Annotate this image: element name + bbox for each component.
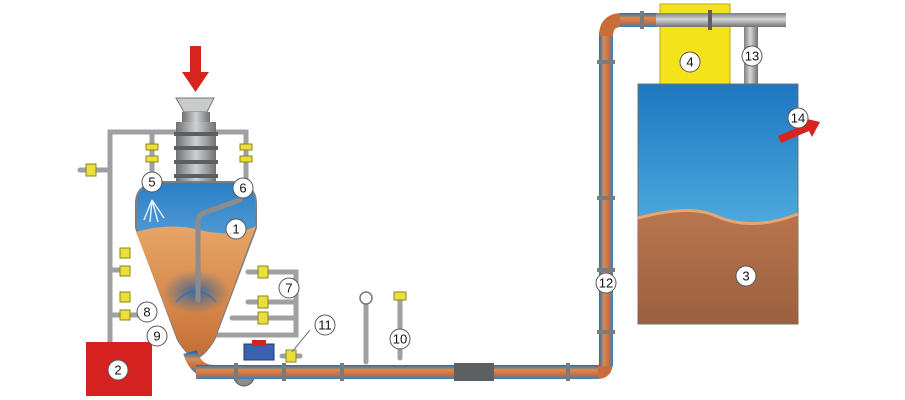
conveying-pipeline: 12 <box>183 11 662 381</box>
label-7: 7 <box>285 281 292 296</box>
label-14: 14 <box>791 111 805 126</box>
label-12: 12 <box>599 276 613 291</box>
callouts: 5 6 7 8 9 11 <box>136 171 336 353</box>
arrow-up-right-icon: 14 <box>778 107 820 143</box>
label-4: 4 <box>686 55 693 70</box>
label-1: 1 <box>232 222 239 237</box>
receiving-silo: 3 <box>637 83 799 325</box>
valves <box>85 143 407 363</box>
discharge-valve <box>233 340 275 387</box>
feed-inlet <box>174 97 218 186</box>
label-3: 3 <box>742 269 749 284</box>
vent-line: 13 <box>730 13 786 85</box>
label-5: 5 <box>148 175 155 190</box>
label-13: 13 <box>745 49 759 64</box>
label-6: 6 <box>239 181 246 196</box>
label-9: 9 <box>153 329 160 344</box>
label-2: 2 <box>114 363 121 378</box>
silo-filter: 4 <box>656 3 734 85</box>
arrow-down-icon <box>182 46 209 92</box>
compressor: 2 <box>86 342 152 396</box>
pressure-gauge: 10 <box>359 291 411 350</box>
label-11: 11 <box>318 318 332 333</box>
label-8: 8 <box>143 305 150 320</box>
label-10: 10 <box>393 332 407 347</box>
